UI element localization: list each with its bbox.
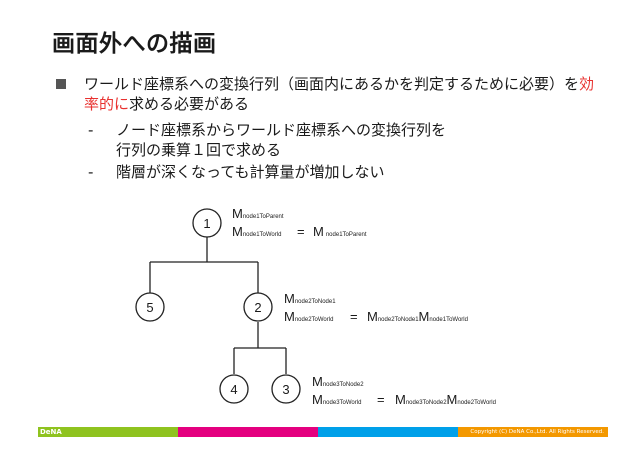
node3-matrices: Mnode3ToNode2 Mnode3ToWorld = Mnode3ToNo… xyxy=(312,374,496,407)
footer-color-bar xyxy=(38,427,608,437)
bullet-text-after: 求める必要がある xyxy=(129,95,250,113)
footer-segment-4 xyxy=(458,427,608,437)
node2-world-matrix: Mnode2ToWorld xyxy=(284,309,333,324)
node-label-3: 3 xyxy=(282,382,289,397)
node3-equals: = xyxy=(377,392,385,407)
main-bullet: ワールド座標系への変換行列（画面内にあるかを判定するために必要）を効率的に求める… xyxy=(56,74,596,114)
node-label-4: 4 xyxy=(230,382,237,397)
node-label-1: 1 xyxy=(203,216,210,231)
tree-node-3 xyxy=(271,374,301,404)
node2-result-matrix: Mnode2ToNode1Mnode1ToWorld xyxy=(367,309,468,324)
node-label-2: 2 xyxy=(254,300,261,315)
dash-icon: - xyxy=(88,163,94,181)
node-label-5: 5 xyxy=(146,300,153,315)
node2-matrices: Mnode2ToNode1 Mnode2ToWorld = Mnode2ToNo… xyxy=(284,291,468,324)
bullet-accent-text: 効率的に xyxy=(84,75,595,113)
node3-parent-matrix: Mnode3ToNode2 xyxy=(312,374,364,389)
square-bullet-icon xyxy=(56,79,66,89)
tree-node-5 xyxy=(135,292,165,322)
node3-result-matrix: Mnode3ToNode2Mnode2ToWorld xyxy=(395,392,496,407)
node2-equals: = xyxy=(350,309,358,324)
footer-segment-3 xyxy=(318,427,458,437)
footer-segment-2 xyxy=(178,427,318,437)
sub-bullet-1-line-1: ノード座標系からワールド座標系への変換行列を xyxy=(116,121,447,139)
slide-title: 画面外への描画 xyxy=(52,31,217,57)
tree-edges xyxy=(149,237,287,374)
node2-parent-matrix: Mnode2ToNode1 xyxy=(284,291,336,306)
node1-parent-matrix: Mnode1ToParent xyxy=(232,206,284,221)
sub-bullet-2-line-1: 階層が深くなっても計算量が増加しない xyxy=(116,163,385,181)
dash-icon: - xyxy=(88,121,94,139)
footer-segment-1 xyxy=(38,427,178,437)
sub-bullet-1: - ノード座標系からワールド座標系への変換行列を 行列の乗算１回で求める xyxy=(88,120,588,160)
sub-bullet-1-line-2: 行列の乗算１回で求める xyxy=(116,141,282,159)
tree-node-2 xyxy=(243,292,273,322)
bullet-text-before: ワールド座標系への変換行列（画面内にあるかを判定するために必要）を xyxy=(84,75,580,93)
node3-world-matrix: Mnode3ToWorld xyxy=(312,392,361,407)
copyright-text: Copyright (C) DeNA Co.,Ltd. All Rights R… xyxy=(470,429,604,435)
node1-world-matrix: Mnode1ToWorld xyxy=(232,224,281,239)
node1-equals: = xyxy=(297,224,305,239)
tree-node-4 xyxy=(219,374,249,404)
main-bullet-text: ワールド座標系への変換行列（画面内にあるかを判定するために必要）を効率的に求める… xyxy=(84,74,596,114)
tree-node-1 xyxy=(192,208,222,238)
sub-bullet-2: - 階層が深くなっても計算量が増加しない xyxy=(88,162,588,182)
dena-logo: DeNA xyxy=(40,428,62,436)
